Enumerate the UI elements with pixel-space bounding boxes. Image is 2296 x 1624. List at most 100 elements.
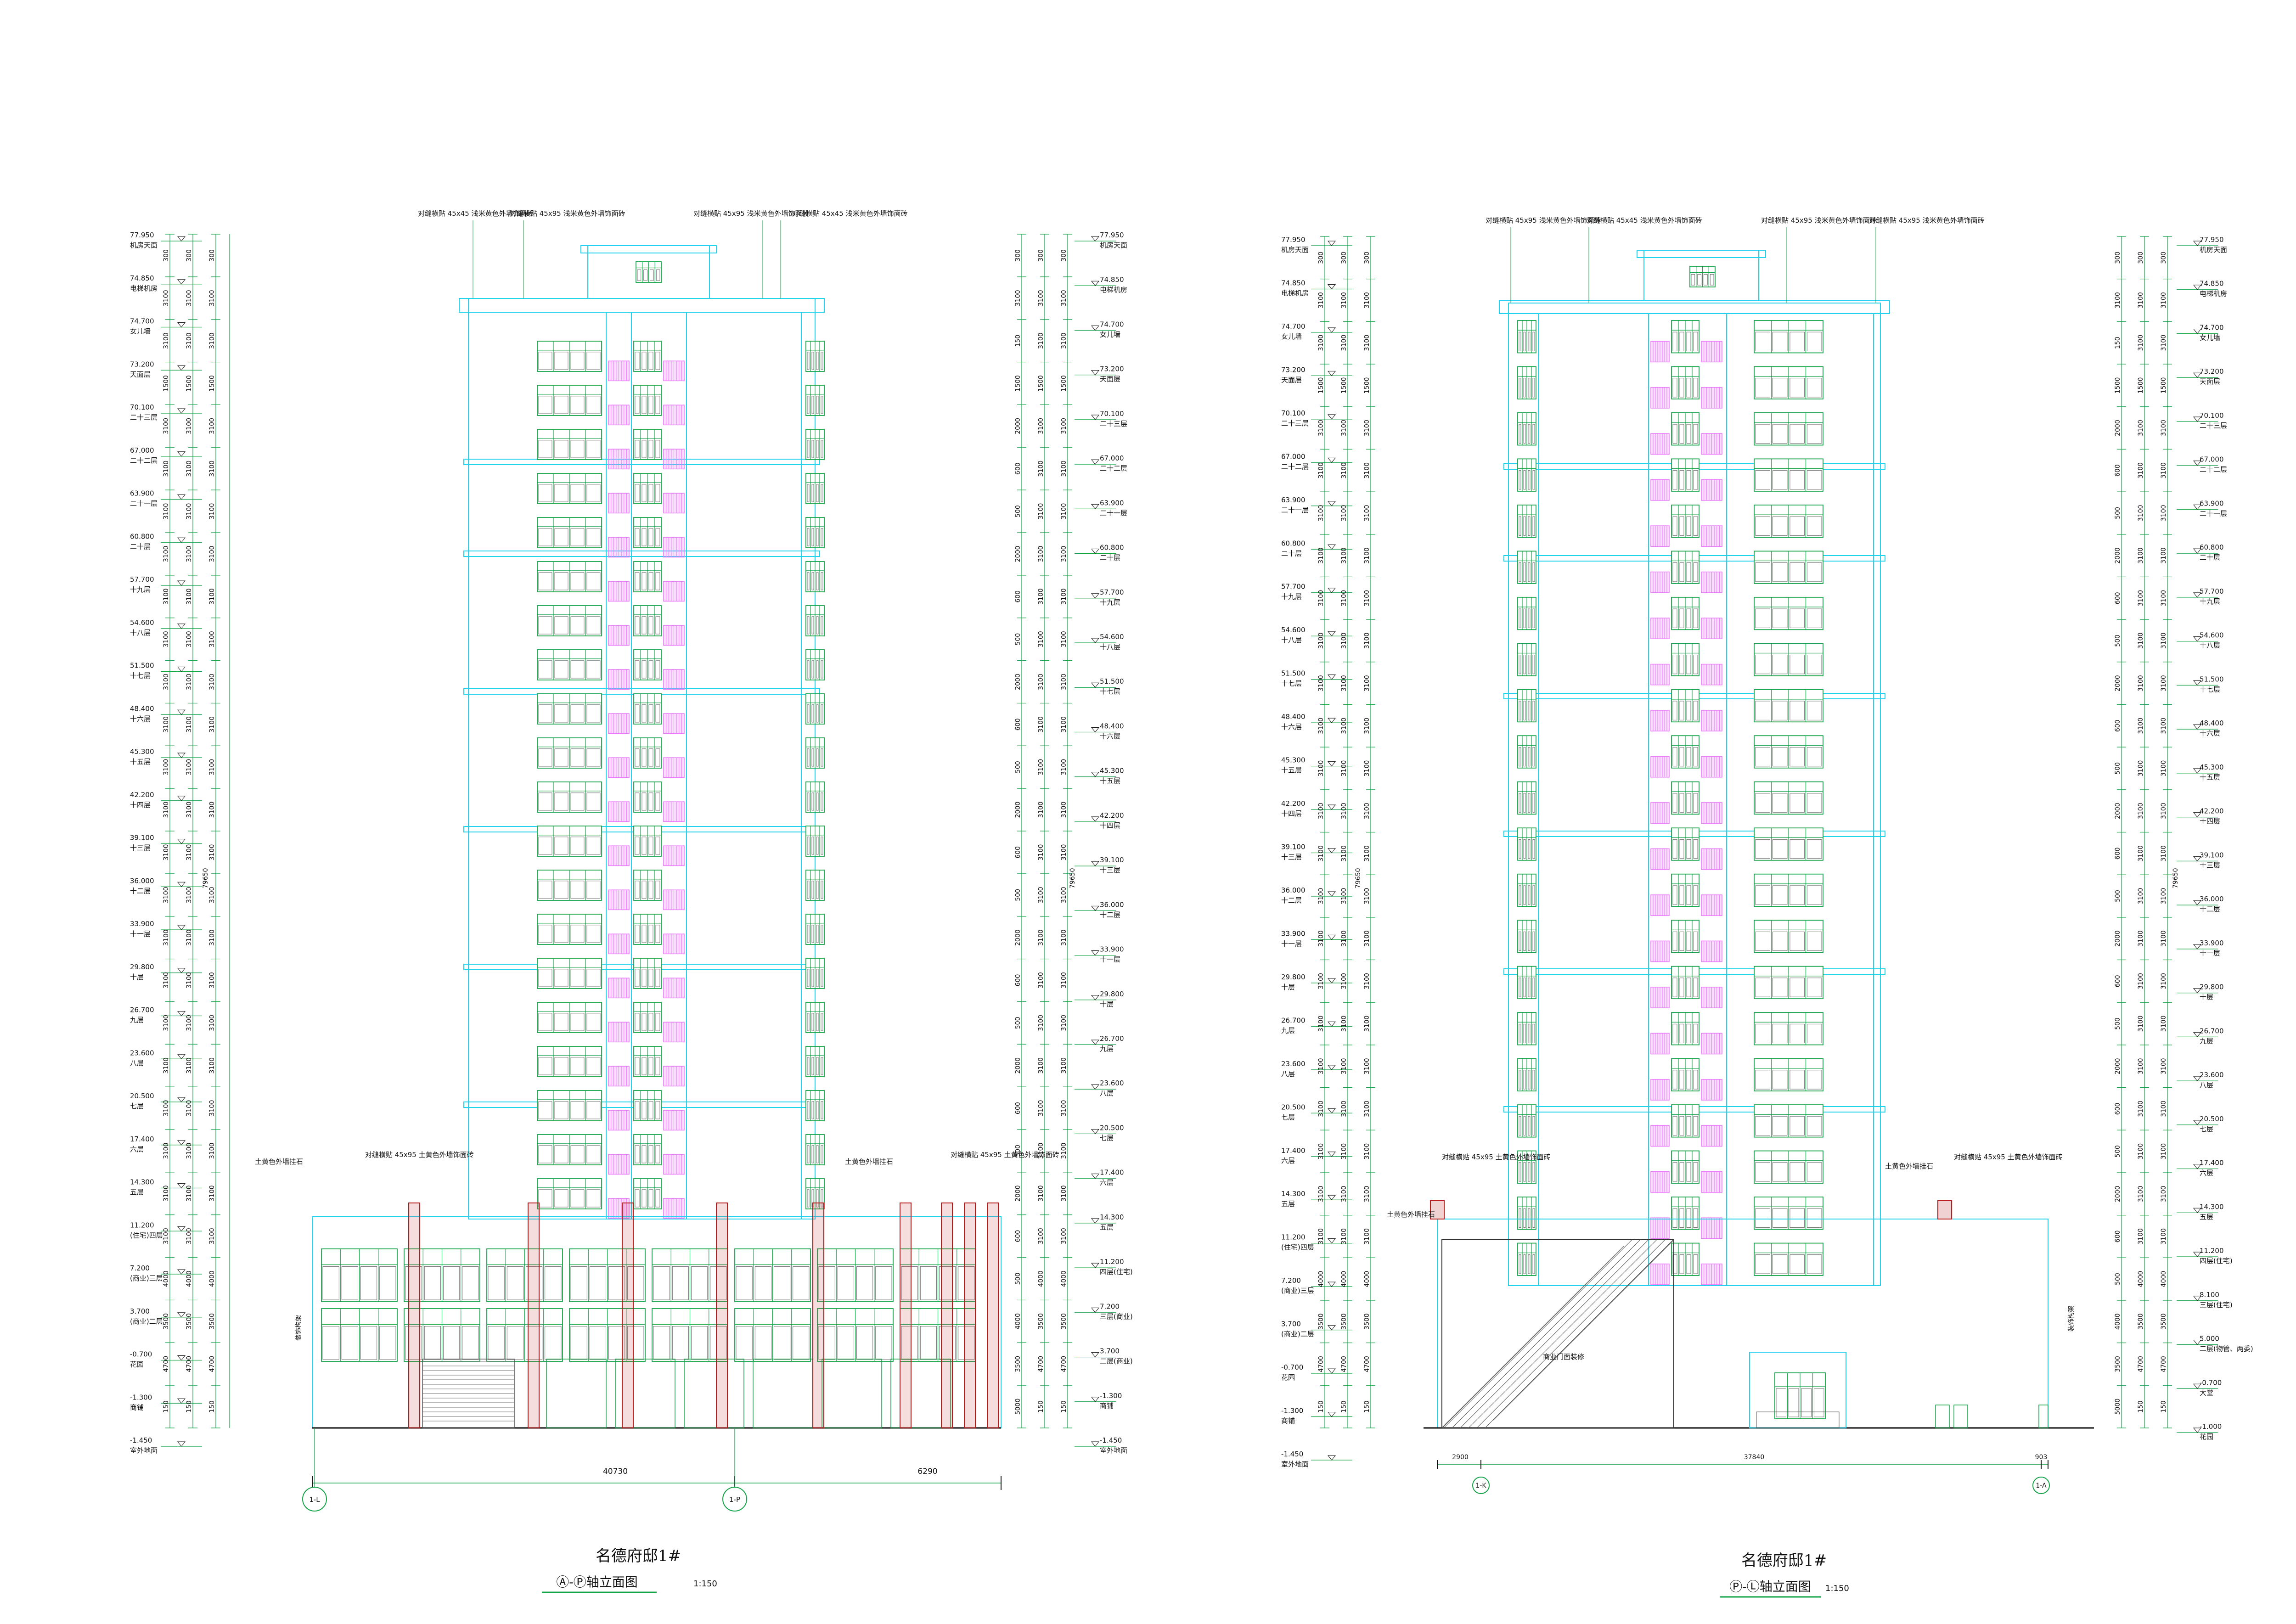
dimension-value: 3500 bbox=[186, 1313, 193, 1330]
level-triangle bbox=[1091, 370, 1100, 376]
left-storefront bbox=[753, 1359, 813, 1428]
level-triangle bbox=[177, 1054, 186, 1060]
dimension-value: 300 bbox=[2114, 252, 2122, 264]
left-dim-a: 40730 bbox=[603, 1467, 628, 1476]
level-elevation: -1.300 bbox=[1100, 1392, 1122, 1400]
dimension-value: 3100 bbox=[1060, 332, 1068, 349]
window-pane bbox=[811, 925, 814, 943]
window-pane bbox=[939, 1266, 956, 1300]
balcony bbox=[663, 537, 685, 558]
window-pane bbox=[545, 1326, 562, 1360]
window-pane bbox=[635, 440, 640, 458]
window-pane bbox=[1755, 885, 1770, 905]
window bbox=[633, 341, 662, 372]
window-pane bbox=[1755, 1162, 1770, 1182]
dimension-value: 3100 bbox=[1340, 1058, 1348, 1074]
dimension-value: 3100 bbox=[1060, 1057, 1068, 1074]
window-pane bbox=[821, 396, 823, 414]
window-pane bbox=[1672, 931, 1677, 951]
level-triangle bbox=[1327, 1065, 1336, 1070]
level-name: 十层 bbox=[1100, 1000, 1114, 1008]
dimension-value: 3100 bbox=[1037, 929, 1045, 946]
window-pane bbox=[1532, 655, 1535, 674]
dimension-value: 3500 bbox=[2137, 1313, 2144, 1330]
window-pane bbox=[1686, 793, 1691, 813]
level-name: (住宅)四层 bbox=[1281, 1243, 1314, 1252]
dimension-value: 3100 bbox=[1037, 418, 1045, 434]
window-pane bbox=[1773, 931, 1788, 951]
level-name: 十一层 bbox=[130, 930, 151, 938]
dimension-value: 3100 bbox=[1060, 929, 1068, 946]
window-pane bbox=[1672, 1208, 1677, 1228]
level-triangle bbox=[177, 1398, 186, 1404]
window-pane bbox=[635, 616, 640, 635]
window bbox=[1517, 596, 1536, 630]
window-pane bbox=[1679, 562, 1684, 582]
window bbox=[537, 649, 602, 680]
dimension-value: 3100 bbox=[186, 1100, 193, 1117]
level-name: 十九层 bbox=[130, 585, 151, 594]
dimension-value: 3100 bbox=[2137, 462, 2144, 479]
window-pane bbox=[655, 837, 660, 855]
level-marker: 3.700(商业)二层 bbox=[130, 1307, 202, 1326]
window-pane bbox=[1679, 1116, 1684, 1135]
level-name: 五层 bbox=[130, 1188, 144, 1197]
level-elevation: 11.200 bbox=[2200, 1247, 2224, 1255]
window-pane bbox=[648, 440, 653, 458]
window-pane bbox=[1679, 1070, 1684, 1090]
window bbox=[633, 517, 662, 548]
window bbox=[805, 870, 825, 901]
window-pane bbox=[807, 352, 810, 370]
dimension-value: 3100 bbox=[1363, 547, 1371, 564]
balcony bbox=[663, 889, 685, 910]
dimension-value: 3100 bbox=[1317, 1016, 1325, 1032]
balcony bbox=[663, 933, 685, 955]
window-pane bbox=[1686, 470, 1691, 490]
level-name: 十七层 bbox=[130, 672, 151, 680]
window bbox=[1517, 1058, 1536, 1091]
window-pane bbox=[1532, 424, 1535, 444]
left-annotation-3: 对缝横贴 45x95 浅米黄色外墙饰面砖 bbox=[693, 209, 809, 218]
window-pane bbox=[538, 1145, 552, 1163]
level-triangle bbox=[177, 537, 186, 543]
dimension-value: 500 bbox=[2114, 635, 2122, 647]
window-pane bbox=[538, 660, 552, 679]
window-pane bbox=[811, 1013, 814, 1031]
level-elevation: 60.800 bbox=[2200, 543, 2224, 551]
window-pane bbox=[811, 660, 814, 679]
level-name: (商业)三层 bbox=[1281, 1287, 1314, 1295]
window-pane bbox=[655, 484, 660, 502]
level-elevation: -1.300 bbox=[130, 1393, 152, 1401]
window bbox=[537, 693, 602, 725]
window-pane bbox=[642, 837, 647, 855]
dimension-value: 2000 bbox=[2114, 803, 2122, 819]
window-pane bbox=[1679, 1208, 1684, 1228]
balcony bbox=[1701, 571, 1722, 593]
window-pane bbox=[642, 440, 647, 458]
dimension-value: 3100 bbox=[1060, 1228, 1068, 1244]
balcony bbox=[663, 713, 685, 734]
dimension-value: 3100 bbox=[186, 546, 193, 562]
window-pane bbox=[1672, 608, 1677, 628]
balcony bbox=[1701, 341, 1722, 363]
window-pane bbox=[1790, 793, 1805, 813]
window-pane bbox=[816, 528, 819, 546]
dimension-value: 1500 bbox=[2160, 377, 2167, 394]
dimension-value: 3100 bbox=[1037, 759, 1045, 775]
window-pane bbox=[821, 969, 823, 987]
window-pane bbox=[570, 1013, 585, 1031]
dimension-value: 3100 bbox=[1037, 1185, 1045, 1202]
window-pane bbox=[1523, 378, 1526, 398]
window bbox=[1671, 1012, 1699, 1045]
window-pane bbox=[736, 1266, 753, 1300]
hatch-line bbox=[1666, 1239, 1674, 1247]
level-elevation: 5.000 bbox=[2200, 1335, 2219, 1343]
